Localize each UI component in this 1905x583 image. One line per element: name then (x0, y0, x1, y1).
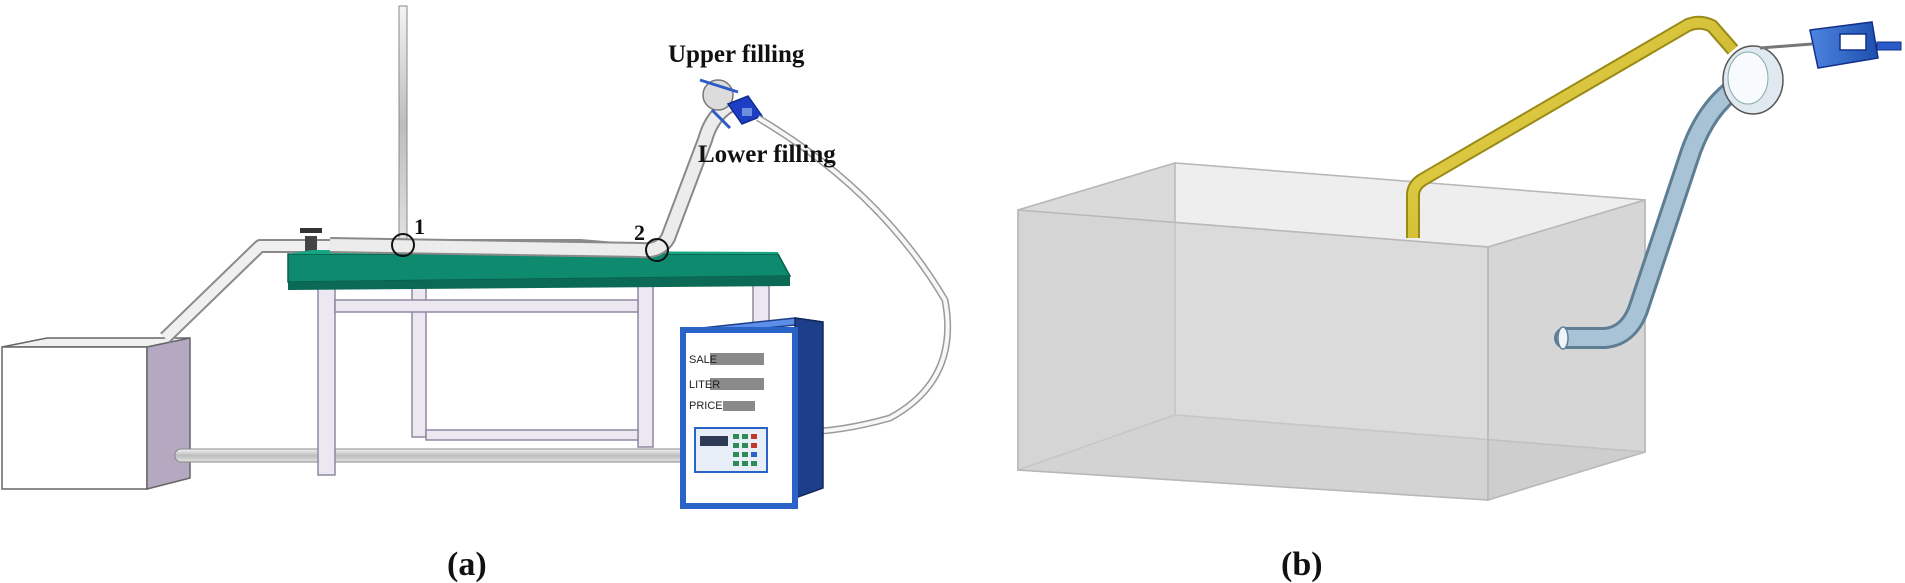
lower-filling-label: Lower filling (698, 141, 836, 168)
panel-a-drawing: SALE LITER PRICE Upper filling Lower fil… (1, 5, 952, 583)
panel-a-caption: (a) (447, 546, 487, 583)
fuel-dispenser: SALE LITER PRICE (680, 317, 824, 509)
point-2-marker (645, 238, 669, 262)
upper-filling-label: Upper filling (668, 41, 805, 68)
point-1-marker (391, 233, 415, 257)
panel-b-caption: (b) (1281, 546, 1323, 583)
transparent-tank (1017, 161, 1646, 502)
upper-filling-pipe (1408, 17, 1737, 238)
riser-pipe (329, 99, 734, 257)
funnel (1722, 45, 1784, 115)
panel-b-drawing: (b) (1017, 15, 1902, 583)
dispenser-hose (756, 116, 950, 434)
keypad-buttons (733, 434, 757, 466)
dispenser-label-liter: LITER (689, 379, 720, 391)
filling-head (699, 78, 764, 130)
dispenser-label-sale: SALE (689, 354, 717, 366)
point-2-label: 2 (634, 220, 645, 245)
return-pipe (174, 448, 686, 463)
lower-filling-pipe (1557, 84, 1738, 346)
dispenser-label-price: PRICE (689, 400, 723, 412)
fuel-nozzle-b (1759, 21, 1902, 69)
vertical-standpipe (398, 5, 408, 245)
point-1-label: 1 (414, 214, 425, 239)
reservoir-box (1, 337, 191, 490)
